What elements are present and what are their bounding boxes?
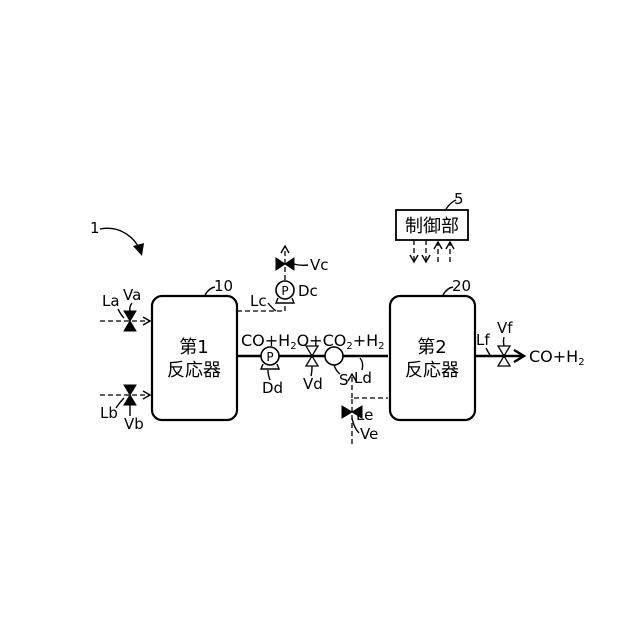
reactor-1 (152, 296, 237, 420)
valve-vb-label: Vb (124, 415, 144, 433)
valve-vf-label: Vf (497, 319, 513, 337)
valve-ve-label: Ve (360, 425, 378, 443)
valve-vb-top (124, 385, 136, 395)
flow-mid-sub3: 2 (378, 341, 384, 352)
reactor-2-label-line2: 反応器 (405, 360, 459, 381)
valve-vd-bottom (306, 356, 318, 366)
valve-vc-right (285, 258, 294, 270)
line-le-label: Le (356, 406, 373, 424)
line-ld-label: Ld (354, 369, 372, 387)
reactor-2 (390, 296, 475, 420)
line-lc-label: Lc (250, 292, 267, 310)
valve-va-leader (130, 303, 132, 311)
flow-mid-part3: +H (353, 331, 378, 350)
flow-mid-part2: O+CO (297, 331, 347, 350)
sensor-s-leader (334, 365, 340, 374)
sensor-s (325, 347, 343, 365)
line-lf-label: Lf (476, 331, 490, 349)
pump-dd-label: Dd (262, 379, 283, 397)
pump-dc-label: Dc (298, 282, 318, 300)
pump-dc-symbol: P (281, 284, 288, 298)
reactor-1-label-line1: 第1 (179, 337, 208, 358)
system-ref-label: 1 (90, 219, 100, 237)
line-lf-leader (486, 348, 490, 355)
valve-vf-top (498, 346, 510, 356)
controller-ref: 5 (454, 190, 464, 208)
pump-dd-symbol: P (266, 350, 273, 364)
valve-vd-leader (311, 366, 312, 376)
valve-ve-left (342, 406, 352, 418)
flow-out-part1: CO+H (529, 347, 578, 366)
valve-vd-label: Vd (303, 375, 323, 393)
line-la-leader (118, 309, 124, 318)
system-ref-arrowhead (133, 243, 144, 256)
line-lb-leader (116, 398, 124, 408)
valve-vd-top (306, 346, 318, 356)
valve-vc-left (276, 258, 285, 270)
line-la-label: La (102, 292, 120, 310)
valve-va-top (124, 311, 136, 321)
valve-vc-label: Vc (310, 256, 329, 274)
valve-vf-leader (504, 337, 505, 346)
valve-vc-leader (294, 264, 308, 265)
reactor-2-ref: 20 (452, 277, 471, 295)
flow-out-sub: 2 (578, 357, 584, 368)
valve-va-bottom (124, 321, 136, 331)
reactor-2-label-line1: 第2 (417, 337, 446, 358)
sensor-s-label: S (339, 371, 349, 389)
reactor-1-ref: 10 (214, 277, 233, 295)
controller-label: 制御部 (405, 216, 459, 237)
flow-out-label: CO+H2 (529, 347, 585, 368)
valve-vf-bottom (498, 356, 510, 366)
line-lc-leader (268, 303, 276, 311)
valve-vb-bottom (124, 395, 136, 405)
valve-va-label: Va (123, 286, 141, 304)
reactor-1-label-line2: 反応器 (167, 360, 221, 381)
flow-mid-part1: CO+H (241, 331, 290, 350)
line-lb-label: Lb (100, 404, 118, 422)
